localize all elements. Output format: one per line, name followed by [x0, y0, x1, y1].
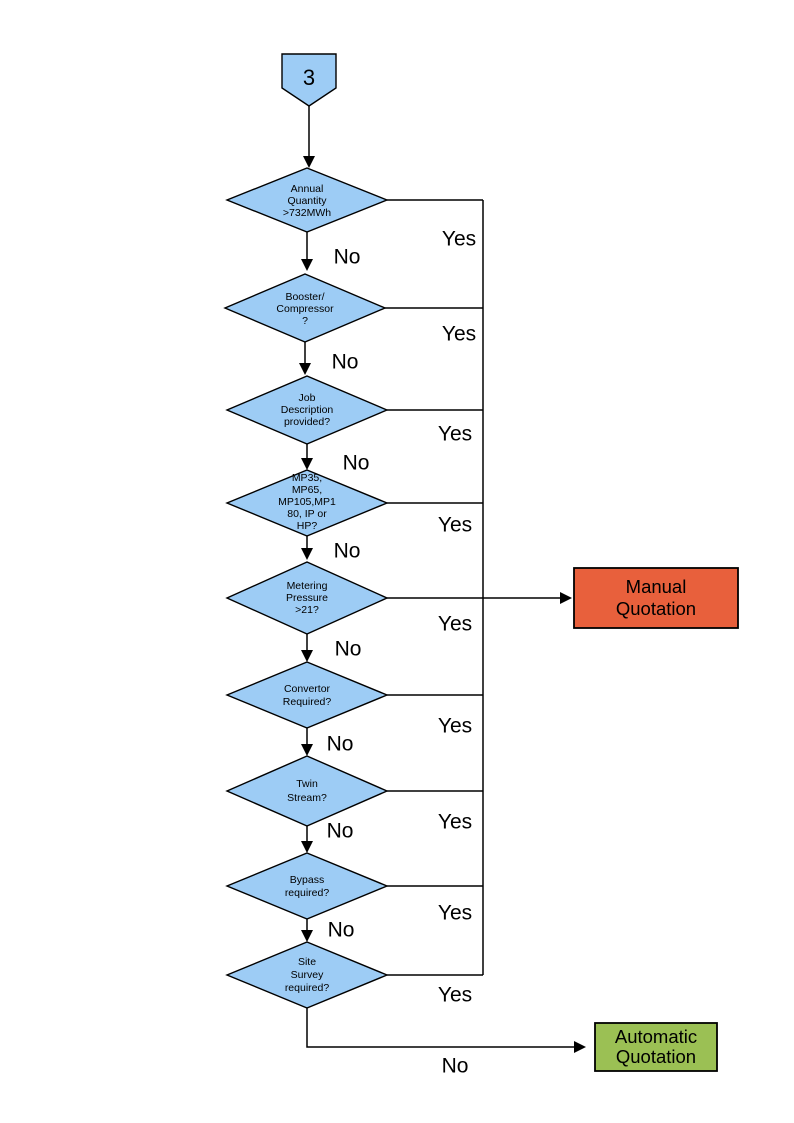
branch-label-yes: Yes [438, 715, 472, 738]
branch-no-job-description: No [301, 444, 369, 475]
decision-bypass-required[interactable]: Bypass required? [225, 852, 389, 920]
branch-no-bypass-required: No [301, 919, 354, 942]
branch-yes-convertor-required: Yes [387, 694, 483, 738]
branch-no-twin-stream: No [301, 820, 353, 853]
branch-label-yes: Yes [438, 811, 472, 834]
decision-label-line-1: Metering [287, 580, 328, 592]
decision-label-line-1: Twin [296, 778, 318, 790]
manual-quotation-line-2: Quotation [616, 598, 696, 619]
decision-convertor-required[interactable]: Convertor Required? [225, 661, 389, 729]
decision-label-line-1: MP35, [292, 472, 322, 484]
automatic-quotation-line-1: Automatic [615, 1026, 697, 1047]
branch-label-yes: Yes [438, 613, 472, 636]
decision-label-line-2: Required? [283, 696, 332, 708]
decision-metering-pressure[interactable]: Metering Pressure >21? [225, 561, 389, 635]
branch-label-yes: Yes [438, 984, 472, 1007]
branch-label-no: No [442, 1055, 469, 1078]
connector-start-to-d1 [303, 106, 315, 168]
decision-label-line-1: Booster/ [285, 291, 324, 303]
branch-label-yes: Yes [438, 902, 472, 925]
decision-label-line-1: Convertor [284, 683, 331, 695]
branch-yes-metering-pressure: Yes [387, 592, 572, 636]
decision-label-line-2: Pressure [286, 592, 328, 604]
decision-label-line-1: Job [299, 392, 316, 404]
terminal-manual-quotation[interactable]: Manual Quotation [573, 567, 739, 629]
decision-label-line-2: Quantity [287, 195, 327, 207]
decision-label-line-2: MP65, [292, 484, 322, 496]
branch-yes-twin-stream: Yes [387, 790, 483, 834]
decision-mp-pressure-tier[interactable]: MP35, MP65, MP105,MP1 80, IP or HP? [225, 469, 389, 537]
branch-no-mp-pressure-tier: No [301, 536, 360, 563]
decision-label-line-2: Compressor [276, 303, 334, 315]
branch-yes-site-survey: Yes [387, 974, 483, 1007]
decision-label-line-3: provided? [284, 416, 330, 428]
decision-label-line-2: Description [281, 404, 334, 416]
branch-label-no: No [327, 733, 354, 756]
decision-label-line-2: Stream? [287, 792, 327, 804]
decision-label-line-1: Site [298, 956, 316, 968]
automatic-quotation-line-2: Quotation [616, 1046, 696, 1067]
branch-yes-booster-compressor: Yes [385, 307, 483, 346]
decision-label-line-3: MP105,MP1 [278, 496, 336, 508]
branch-label-yes: Yes [438, 423, 472, 446]
branch-label-no: No [334, 540, 361, 563]
branch-label-no: No [327, 820, 354, 843]
start-connector-label: 3 [303, 65, 315, 90]
decision-job-description[interactable]: Job Description provided? [225, 375, 389, 445]
branch-yes-bypass-required: Yes [387, 885, 483, 925]
branch-yes-job-description: Yes [387, 409, 483, 446]
decision-label-line-2: required? [285, 887, 330, 899]
branch-label-no: No [343, 452, 370, 475]
decision-booster-compressor[interactable]: Booster/ Compressor ? [223, 273, 387, 343]
branch-yes-mp-pressure-tier: Yes [387, 502, 483, 537]
decision-label-line-3: >21? [295, 604, 319, 616]
branch-yes-annual-quantity: Yes [387, 199, 483, 251]
branch-no-metering-pressure: No [301, 634, 361, 662]
decision-label-line-3: ? [302, 315, 308, 327]
pentagon-shape [281, 53, 337, 107]
branch-no-annual-quantity: No [301, 232, 360, 271]
decision-label-line-2: Survey [291, 969, 324, 981]
decision-label-line-3: required? [285, 982, 330, 994]
decision-label-line-3: >732MWh [283, 207, 331, 219]
branch-label-yes: Yes [442, 228, 476, 251]
decision-annual-quantity[interactable]: Annual Quantity >732MWh [225, 167, 389, 233]
branch-no-booster-compressor: No [299, 342, 358, 375]
decision-label-line-5: HP? [297, 520, 318, 532]
decision-twin-stream[interactable]: Twin Stream? [225, 755, 389, 827]
decision-label-line-4: 80, IP or [287, 508, 327, 520]
decision-label-line-1: Bypass [290, 874, 324, 886]
branch-label-no: No [328, 919, 355, 942]
decision-site-survey[interactable]: Site Survey required? [225, 941, 389, 1009]
branch-label-no: No [335, 638, 362, 661]
branch-label-no: No [334, 246, 361, 269]
manual-quotation-line-1: Manual [626, 576, 687, 597]
automatic-quotation-box [594, 1022, 718, 1072]
manual-quotation-box [573, 567, 739, 629]
branch-no-convertor-required: No [301, 728, 353, 756]
terminal-automatic-quotation[interactable]: Automatic Quotation [594, 1022, 718, 1072]
branch-label-no: No [332, 351, 359, 374]
branch-no-site-survey: No [306, 1008, 586, 1078]
branch-label-yes: Yes [438, 514, 472, 537]
decision-label-line-1: Annual [291, 183, 324, 195]
start-connector-3[interactable]: 3 [281, 53, 337, 107]
branch-label-yes: Yes [442, 323, 476, 346]
